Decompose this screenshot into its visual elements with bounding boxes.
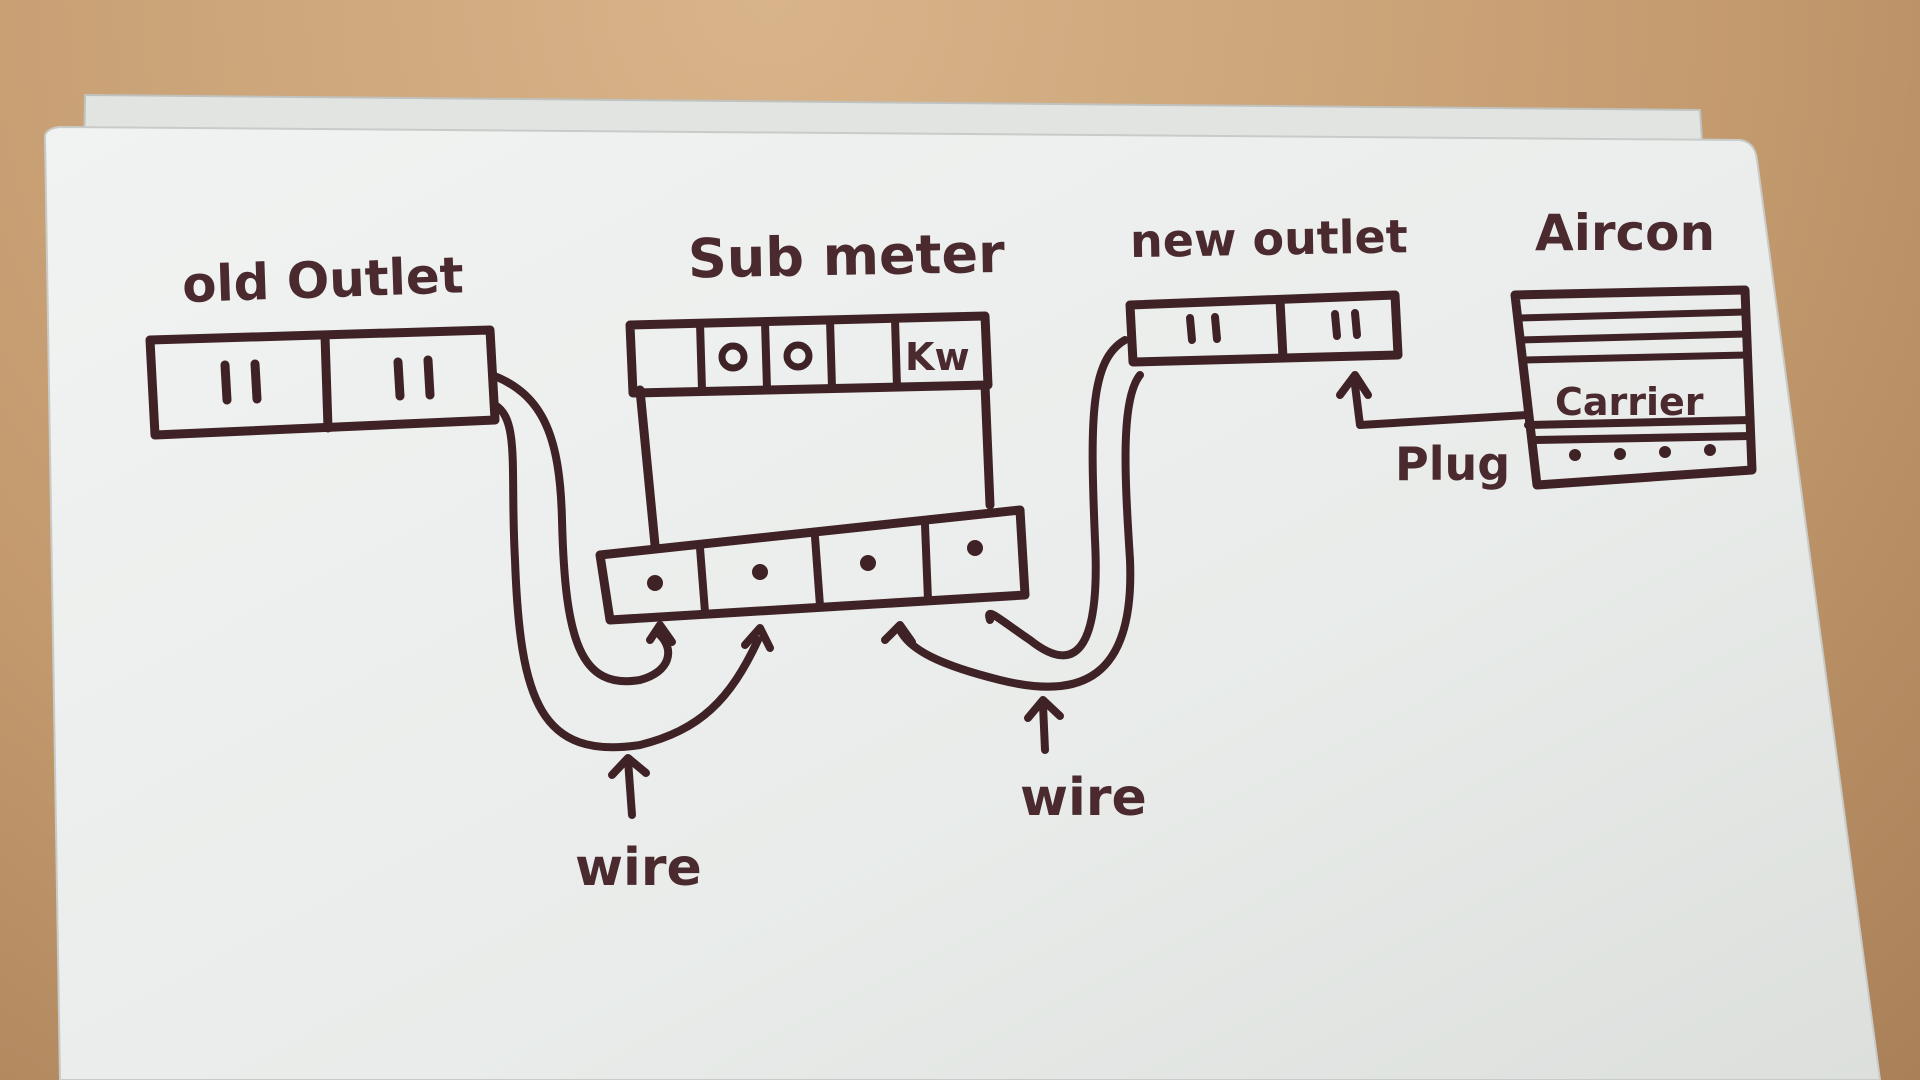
terminal-1 xyxy=(647,575,663,591)
old-outlet-label: old Outlet xyxy=(181,246,464,314)
meter-dial-2 xyxy=(718,342,748,372)
wire-left-arrow xyxy=(608,754,650,819)
wire-right-label: wire xyxy=(1020,768,1147,828)
terminal-4 xyxy=(967,540,983,556)
wire-left-label: wire xyxy=(575,838,702,898)
plug-cord xyxy=(1336,371,1531,429)
new-outlet xyxy=(1125,290,1403,367)
aircon-label: Aircon xyxy=(1535,204,1715,262)
plug-label: Plug xyxy=(1395,437,1510,491)
wire-right-arrow xyxy=(1024,696,1064,754)
terminal-3 xyxy=(860,555,876,571)
wire-right xyxy=(881,336,1144,691)
meter-dial-3 xyxy=(783,341,813,371)
wire-left xyxy=(488,371,774,752)
new-outlet-label: new outlet xyxy=(1130,209,1409,268)
meter-unit-label: Kw xyxy=(905,335,970,379)
aircon-unit xyxy=(1510,285,1757,490)
terminal-2 xyxy=(752,564,768,580)
submeter-label: Sub meter xyxy=(687,222,1005,291)
carrier-brand-label: Carrier xyxy=(1555,380,1704,424)
old-outlet xyxy=(145,325,500,440)
paper-sheet xyxy=(43,125,1882,1080)
submeter xyxy=(595,311,1030,625)
